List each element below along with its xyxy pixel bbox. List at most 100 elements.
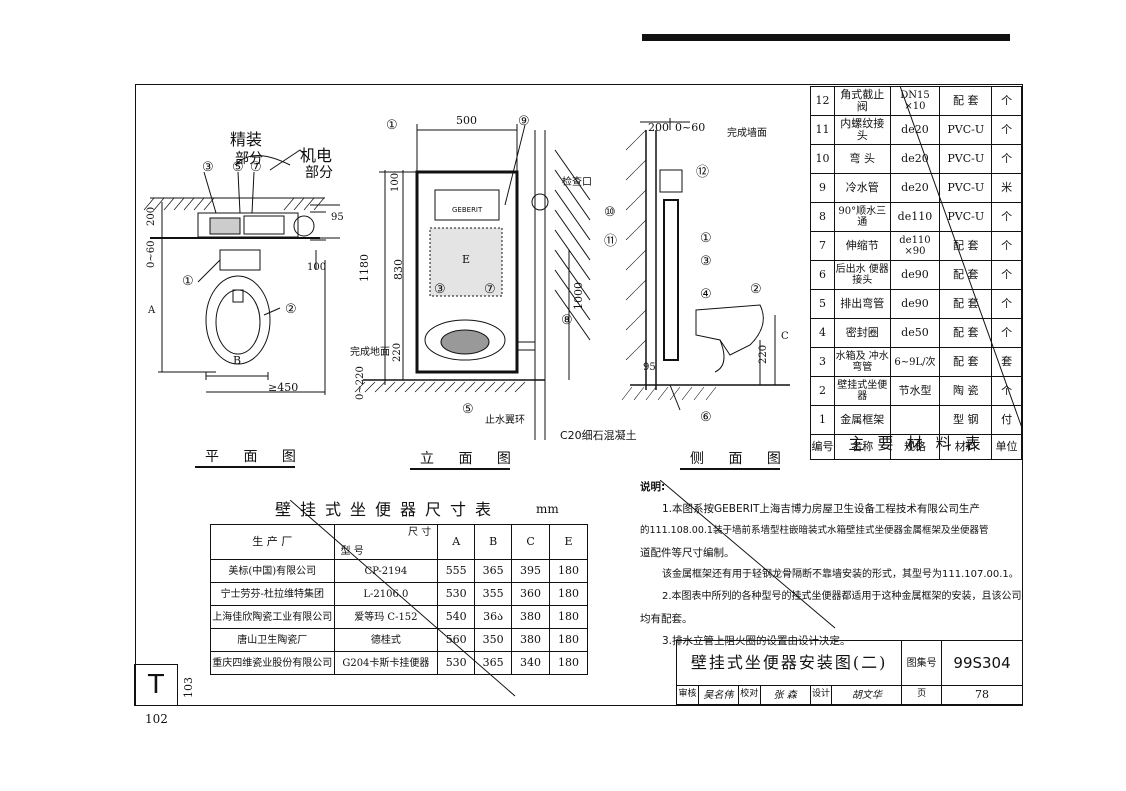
dimension-cell: 365 <box>474 651 513 675</box>
plan-title-underline <box>195 466 295 468</box>
side-title-underline <box>680 468 780 470</box>
elev-label-inspection: 检查口 <box>562 177 592 188</box>
plan-dim-450: ≥450 <box>268 381 299 394</box>
plan-dim-95: 95 <box>331 212 344 223</box>
elev-brand-label: GEBERIT <box>452 206 483 214</box>
side-callout-12: ⑫ <box>696 165 710 180</box>
dimension-cell: 340 <box>511 651 550 675</box>
materials-cell: 配 套 <box>939 86 993 116</box>
dimension-cell: 180 <box>549 628 588 652</box>
side-dim-200: 200 <box>648 121 669 134</box>
materials-cell: 3 <box>810 347 835 377</box>
title-block-design-label: 设计 <box>809 685 833 705</box>
materials-cell: de110 ×90 <box>889 231 941 261</box>
materials-cell: 角式截止阀 <box>833 86 891 116</box>
materials-cell: 6~9L/次 <box>889 347 941 377</box>
materials-cell: 配 套 <box>939 260 993 290</box>
plan-callout-7: ⑦ <box>250 160 262 175</box>
materials-cell: de20 <box>889 144 941 174</box>
materials-cell: de50 <box>889 318 941 348</box>
materials-cell: 节水型 <box>889 376 941 406</box>
side-view-title: 侧 面 图 <box>690 451 791 467</box>
elevation-title-underline <box>410 468 510 470</box>
materials-cell: 4 <box>810 318 835 348</box>
materials-cell: 冷水管 <box>833 173 891 203</box>
plan-annotation-3: 机电 <box>300 146 333 165</box>
side-label-finished-wall: 完成墙面 <box>727 128 767 139</box>
dimension-cell: 上海佳欣陶瓷工业有限公司 <box>210 605 335 629</box>
margin-number-103: 103 <box>182 677 195 698</box>
plan-view-title: 平 面 图 <box>205 449 306 465</box>
materials-cell: 密封圈 <box>833 318 891 348</box>
materials-cell: PVC-U <box>939 202 993 232</box>
notes-label: 说明: <box>640 481 666 493</box>
materials-cell: 付 <box>991 405 1022 435</box>
plan-dim-0-60: 0~60 <box>146 240 157 268</box>
elev-callout-7: ⑦ <box>484 282 496 297</box>
side-callout-6: ⑥ <box>700 410 712 425</box>
elev-label-concrete: C20细石混凝土 <box>560 429 637 442</box>
title-block-review-label: 审核 <box>676 685 699 705</box>
dim-header-model-size: 尺 寸 型 号 <box>333 524 439 560</box>
title-block-page-number: 78 <box>941 685 1023 705</box>
dimension-cell: L-2106.0 <box>333 582 439 606</box>
materials-cell: 9 <box>810 173 835 203</box>
materials-cell: 6 <box>810 260 835 290</box>
elev-label-finished-floor: 完成地面 <box>350 347 390 358</box>
elev-letter-E: E <box>462 253 471 266</box>
elev-dim-1180: 1180 <box>358 254 371 282</box>
elev-dim-500: 500 <box>456 114 477 127</box>
plan-dim-200: 200 <box>146 206 157 226</box>
margin-tab-glyph: T <box>148 670 164 700</box>
materials-cell: 8 <box>810 202 835 232</box>
title-block: 壁挂式坐便器安装图(二) 图集号 99S304 审核 吴名伟 校对 张 森 设计… <box>675 640 1023 705</box>
side-callout-10: ⑩ <box>604 205 616 220</box>
dimension-cell: 180 <box>549 559 588 583</box>
dimension-cell: 重庆四维瓷业股份有限公司 <box>210 651 335 675</box>
elev-callout-1: ① <box>386 118 398 133</box>
title-block-atlas-label: 图集号 <box>901 640 943 686</box>
notes-line-2: 的111.108.00.1装于墙前系墙型柱嵌暗装式水箱壁挂式坐便器金属框架及坐便… <box>640 525 989 536</box>
dimension-cell: CP-2194 <box>333 559 439 583</box>
title-block-sign-row: 审核 吴名伟 校对 张 森 设计 胡文华 页 78 <box>676 685 1023 705</box>
materials-cell: 壁挂式坐便器 <box>833 376 891 406</box>
dimension-cell: 355 <box>474 582 513 606</box>
side-callout-3: ③ <box>700 254 712 269</box>
materials-cell: 内螺纹接头 <box>833 115 891 145</box>
title-block-reviewer: 吴名伟 <box>697 685 739 705</box>
side-view-drawing <box>621 118 790 411</box>
title-block-drawing-title: 壁挂式坐便器安装图(二) <box>675 640 903 686</box>
plan-callout-1: ① <box>182 274 194 289</box>
title-block-main-row: 壁挂式坐便器安装图(二) 图集号 99S304 <box>675 640 1023 686</box>
materials-cell: 套 <box>991 347 1022 377</box>
plan-annotation-4: 部分 <box>305 165 333 181</box>
notes-strike-line <box>660 480 836 629</box>
elev-callout-8: ⑧ <box>561 313 573 328</box>
plan-dim-100: 100 <box>307 262 327 273</box>
dim-header-size: 尺 寸 <box>408 527 432 538</box>
margin-number-102: 102 <box>145 712 168 726</box>
top-edge-bar <box>642 34 1010 41</box>
dimension-cell: 爱等玛 C-152 <box>333 605 439 629</box>
materials-cell: 10 <box>810 144 835 174</box>
side-dim-0-60: 0~60 <box>675 121 706 134</box>
dimension-cell: 180 <box>549 582 588 606</box>
dimension-cell: 德桂式 <box>333 628 439 652</box>
plan-callout-5: ⑤ <box>232 160 244 175</box>
materials-cell: 弯 头 <box>833 144 891 174</box>
plan-callout-3: ③ <box>202 160 214 175</box>
notes-line-3: 道配件等尺寸编制。 <box>640 547 735 559</box>
elev-label-stop-valve: 止水翼环 <box>485 415 525 426</box>
dim-header-model: 型 号 <box>340 546 364 557</box>
materials-strike-line <box>900 86 1023 429</box>
